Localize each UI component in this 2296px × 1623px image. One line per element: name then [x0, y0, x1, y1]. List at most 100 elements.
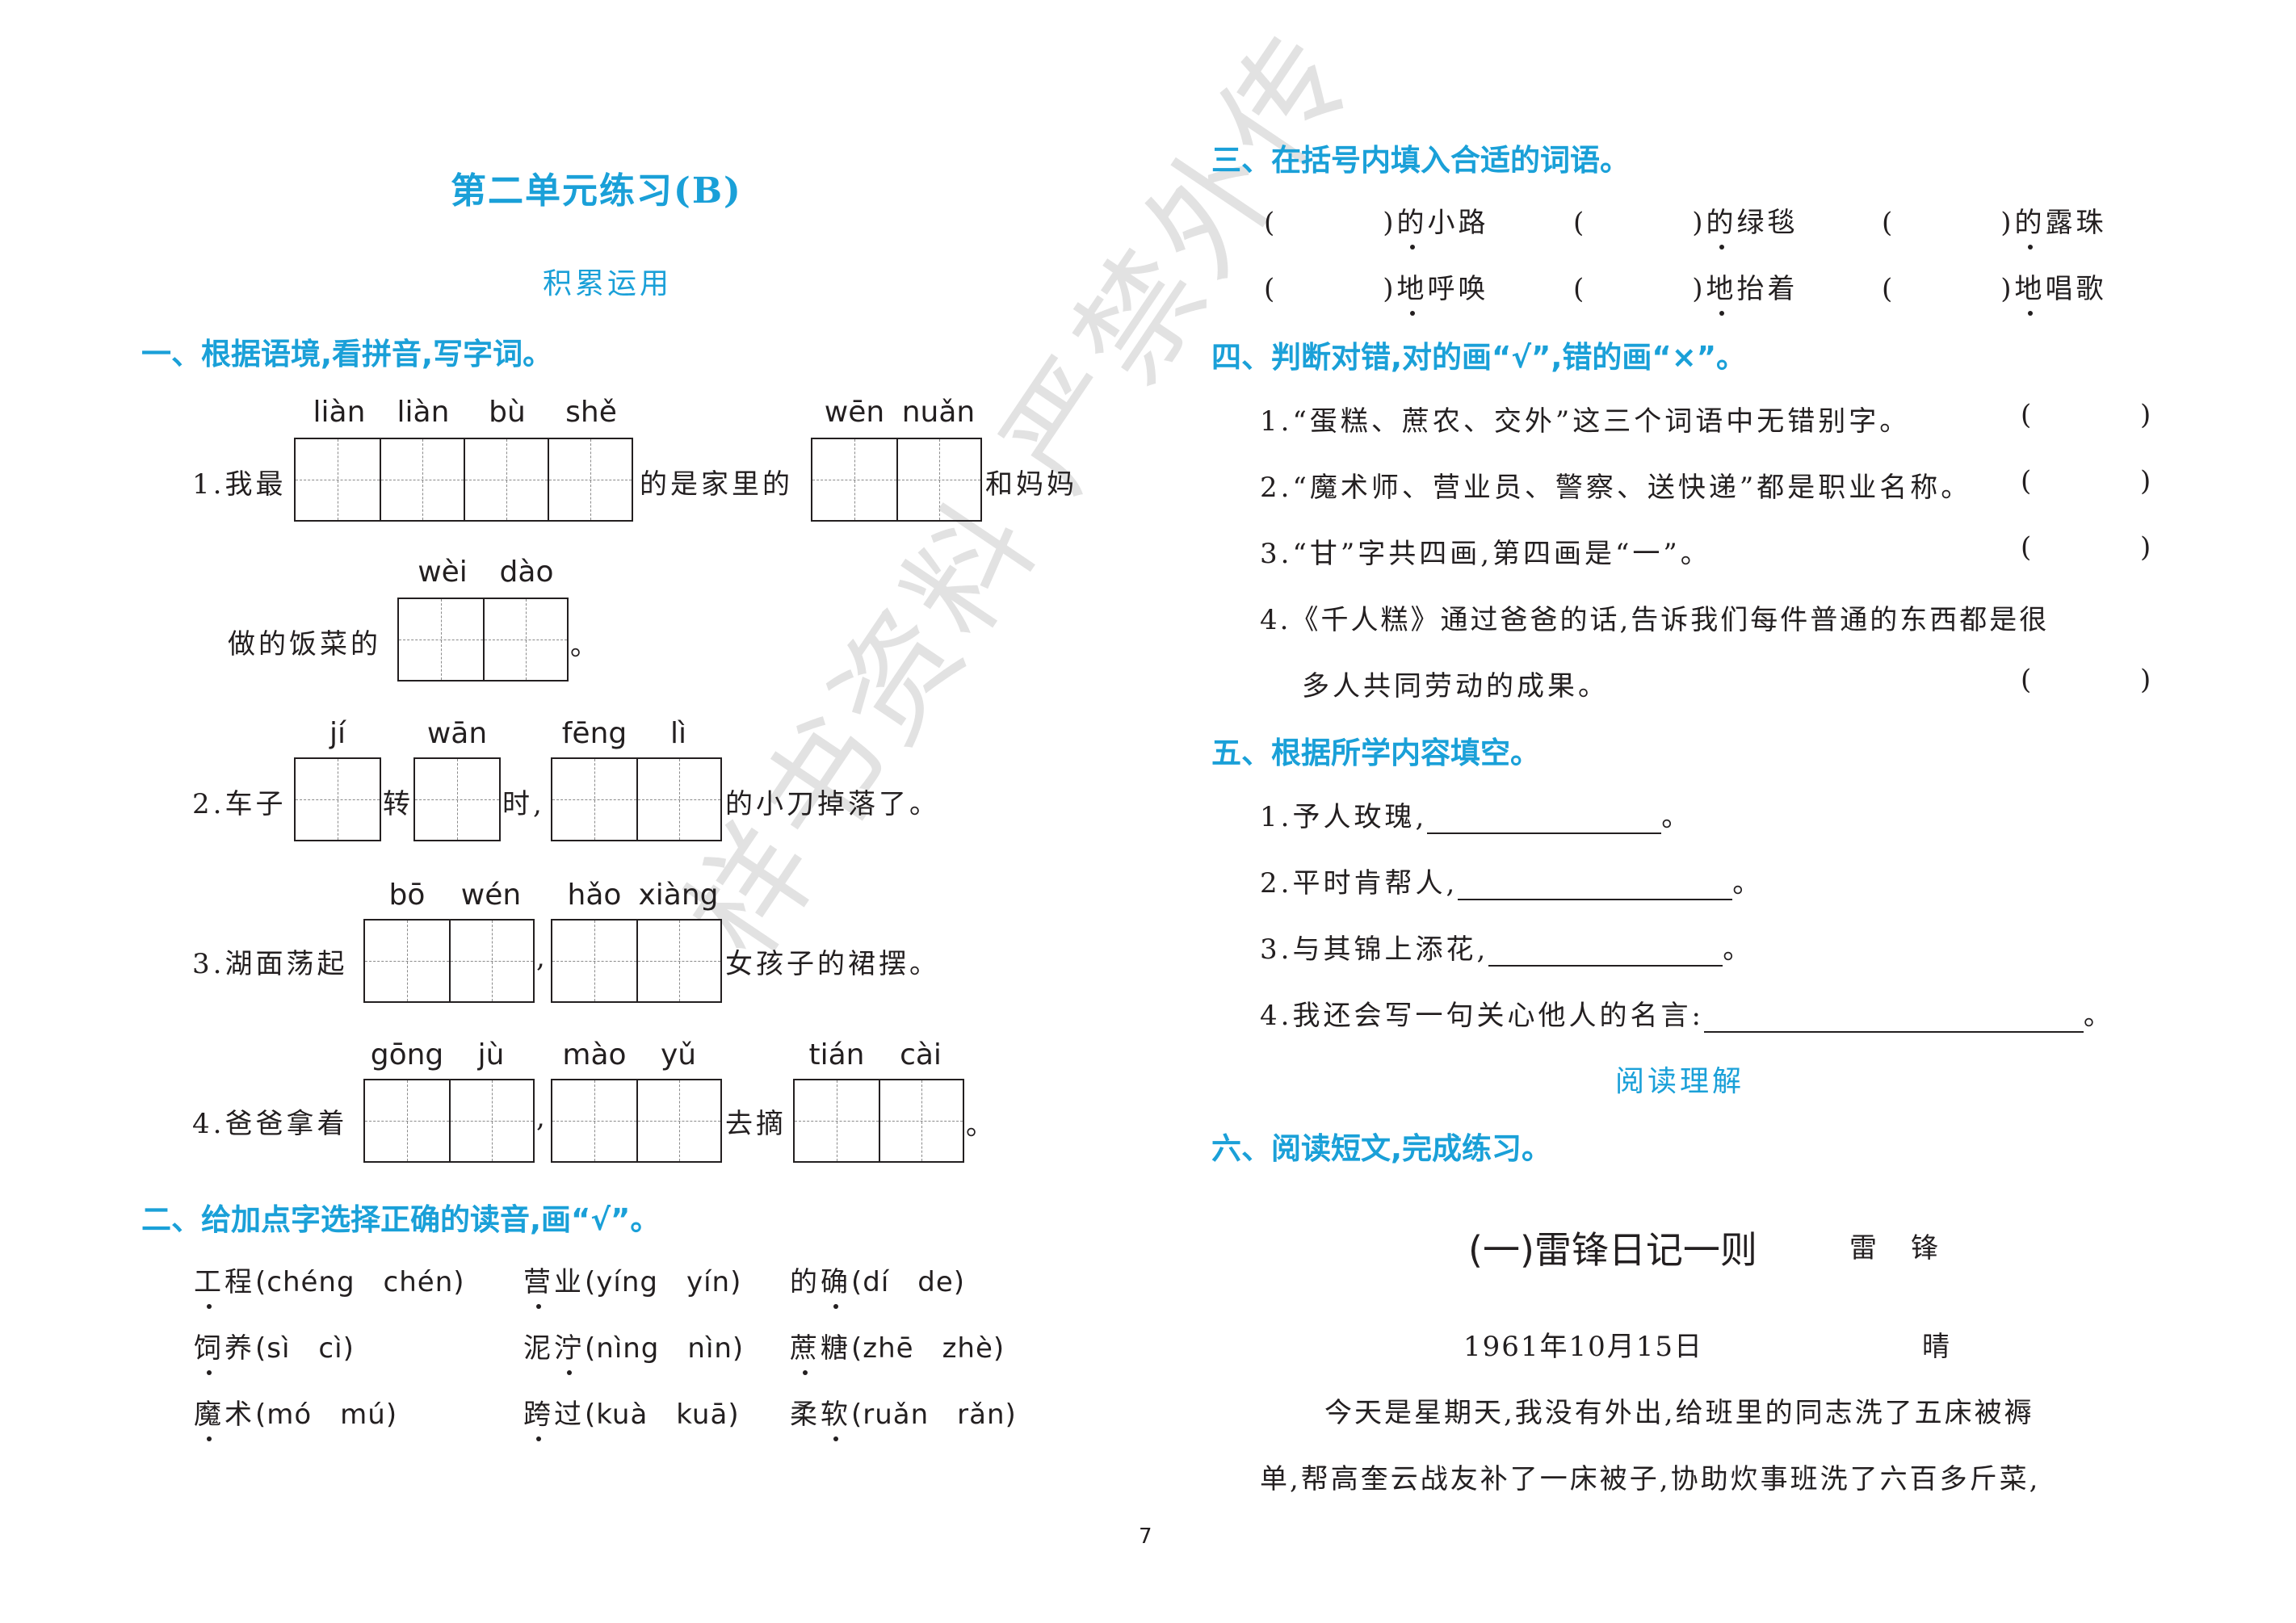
writing-grid[interactable]: [397, 598, 569, 681]
judgement-paren-open[interactable]: (: [2021, 465, 2035, 497]
pinyin-options[interactable]: (ruǎn rǎn): [851, 1399, 1017, 1431]
pinyin-options[interactable]: (dí de): [851, 1266, 966, 1298]
pinyin: shě: [565, 396, 617, 429]
pinyin: bù: [489, 396, 526, 429]
fill-blank-item: 1.予人玫瑰,。: [1260, 801, 1693, 834]
pronunciation-item: 工程(chéng chén): [194, 1260, 465, 1309]
sentence-text: 和妈妈: [985, 468, 1077, 501]
judgement-paren-open[interactable]: (: [2021, 531, 2035, 564]
pinyin: hǎo: [567, 879, 622, 912]
pinyin: wén: [460, 879, 522, 912]
writing-grid[interactable]: [294, 757, 381, 841]
pinyin-options[interactable]: (zhē zhè): [851, 1332, 1005, 1365]
pinyin: wēn: [824, 396, 885, 429]
sentence-text: ,: [536, 942, 548, 974]
diary-paragraph-line: 今天是星期天,我没有外出,给班里的同志洗了五床被褥: [1324, 1397, 2034, 1429]
pinyin-options[interactable]: (kuà kuā): [585, 1399, 740, 1431]
sentence-text: 的小刀掉落了。: [725, 788, 940, 820]
pinyin: nuǎn: [901, 396, 976, 429]
writing-grid[interactable]: [811, 438, 982, 522]
judgement-paren-open[interactable]: (: [2021, 664, 2035, 696]
section-label-reading: 阅读理解: [1615, 1065, 1745, 1098]
emphasis-dot-char: 地: [1706, 266, 1737, 316]
pinyin: cài: [900, 1038, 942, 1072]
pinyin-options[interactable]: (nìng nìn): [585, 1332, 745, 1365]
sentence-text: 转: [383, 788, 413, 820]
page-title: 第二单元练习(B): [451, 170, 742, 212]
diary-paragraph-line: 单,帮高奎云战友补了一床被子,协助炊事班洗了六百多斤菜,: [1260, 1463, 2041, 1495]
page-number: 7: [1139, 1524, 1152, 1549]
fill-phrase[interactable]: ()地呼唤: [1264, 266, 1489, 316]
pinyin: wèi: [418, 556, 468, 589]
emphasis-dot-char: 地: [2015, 266, 2046, 316]
pronunciation-item: 跨过(kuà kuā): [523, 1392, 740, 1441]
emphasis-dot-char: 跨: [523, 1392, 554, 1441]
emphasis-dot-char: 魔: [194, 1392, 225, 1441]
pinyin: liàn: [397, 396, 450, 429]
question-5-heading: 五、根据所学内容填空。: [1211, 736, 1540, 770]
writing-grid[interactable]: [551, 757, 722, 841]
section-label-accumulation: 积累运用: [543, 267, 673, 300]
pinyin: jù: [477, 1038, 505, 1072]
fill-phrase[interactable]: ()的露珠: [1882, 200, 2107, 250]
pinyin-options[interactable]: (yíng yín): [585, 1266, 742, 1298]
pronunciation-item: 魔术(mó mú): [194, 1392, 398, 1441]
answer-line[interactable]: [1458, 874, 1733, 900]
writing-grid[interactable]: [413, 757, 501, 841]
fill-blank-item: 3.与其锦上添花,。: [1260, 933, 1754, 967]
fill-phrase[interactable]: ()地唱歌: [1882, 266, 2107, 316]
pinyin-options[interactable]: (chéng chén): [255, 1266, 465, 1298]
sentence-text: 4.爸爸拿着: [192, 1108, 348, 1140]
pronunciation-item: 柔软(ruǎn rǎn): [790, 1392, 1017, 1441]
judgement-paren-close[interactable]: ): [2140, 531, 2155, 564]
fill-blank-item: 2.平时肯帮人,。: [1260, 867, 1764, 900]
pinyin: tián: [808, 1038, 865, 1072]
writing-grid[interactable]: [363, 919, 535, 1003]
judgement-item: 1.“蛋糕、蔗农、交外”这三个词语中无错别字。: [1260, 405, 1911, 438]
judgement-paren-close[interactable]: ): [2140, 664, 2155, 696]
emphasis-dot-char: 确: [821, 1260, 851, 1309]
judgement-paren-close[interactable]: ): [2140, 465, 2155, 497]
writing-grid[interactable]: [793, 1079, 964, 1163]
emphasis-dot-char: 工: [194, 1260, 225, 1309]
writing-grid[interactable]: [551, 1079, 722, 1163]
answer-line[interactable]: [1427, 808, 1662, 834]
emphasis-dot-char: 的: [2015, 200, 2046, 250]
question-3-heading: 三、在括号内填入合适的词语。: [1211, 143, 1630, 178]
emphasis-dot-char: 软: [821, 1392, 851, 1441]
sentence-text: 女孩子的裙摆。: [725, 948, 940, 980]
sentence-text: 去摘: [725, 1108, 787, 1140]
writing-grid[interactable]: [363, 1079, 535, 1163]
emphasis-dot-char: 地: [1397, 266, 1428, 316]
pronunciation-item: 的确(dí de): [790, 1260, 966, 1309]
sentence-text: 2.车子: [192, 788, 287, 820]
pronunciation-item: 营业(yíng yín): [523, 1260, 742, 1309]
fill-phrase[interactable]: ()地抬着: [1573, 266, 1799, 316]
judgement-paren-close[interactable]: ): [2140, 399, 2155, 431]
answer-line[interactable]: [1703, 1007, 2084, 1033]
diary-date: 1961年10月15日: [1463, 1331, 1704, 1363]
question-6-heading: 六、阅读短文,完成练习。: [1211, 1131, 1552, 1166]
question-1-heading: 一、根据语境,看拼音,写字词。: [141, 337, 553, 371]
writing-grid[interactable]: [551, 919, 722, 1003]
question-4-heading: 四、判断对错,对的画“√”,错的画“×”。: [1211, 340, 1747, 375]
sentence-text: 1.我最: [192, 468, 287, 501]
pinyin-options[interactable]: (sì cì): [255, 1332, 355, 1365]
pinyin: mào: [562, 1038, 627, 1072]
story-author: 雷 锋: [1849, 1232, 1941, 1264]
judgement-item-continuation: 多人共同劳动的成果。: [1302, 670, 1609, 702]
pinyin: yǔ: [660, 1038, 697, 1072]
judgement-paren-open[interactable]: (: [2021, 399, 2035, 431]
pinyin-options[interactable]: (mó mú): [255, 1399, 398, 1431]
fill-phrase[interactable]: ()的绿毯: [1573, 200, 1799, 250]
fill-blank-item: 4.我还会写一句关心他人的名言:。: [1260, 1000, 2114, 1033]
pinyin: lì: [669, 717, 686, 750]
emphasis-dot-char: 蔗: [790, 1326, 821, 1375]
emphasis-dot-char: 泞: [554, 1326, 585, 1375]
sentence-text: 3.湖面荡起: [192, 948, 348, 980]
answer-line[interactable]: [1488, 941, 1723, 967]
fill-phrase[interactable]: ()的小路: [1264, 200, 1489, 250]
judgement-item: 4.《千人糕》通过爸爸的话,告诉我们每件普通的东西都是很: [1260, 604, 2050, 636]
writing-grid[interactable]: [294, 438, 633, 522]
question-2-heading: 二、给加点字选择正确的读音,画“√”。: [141, 1202, 661, 1237]
